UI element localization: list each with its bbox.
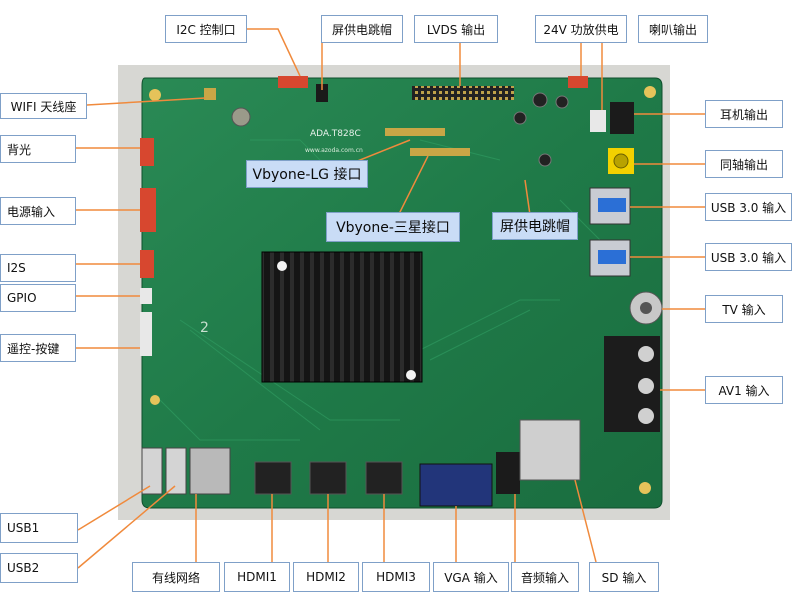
board-website-text: www.azoda.com.cn <box>305 147 363 154</box>
label-backlight: 背光 <box>0 135 76 163</box>
board-silk-number: 2 <box>200 320 209 336</box>
label-i2c: I2C 控制口 <box>165 15 247 43</box>
usb2-port <box>165 447 187 495</box>
backlight-connector <box>140 138 154 166</box>
label-av1: AV1 输入 <box>705 376 783 404</box>
label-power-input: 电源输入 <box>0 197 76 225</box>
label-power-24v: 24V 功放供电 <box>535 15 627 43</box>
pcb-dots <box>149 86 656 494</box>
speaker-connector <box>590 110 606 132</box>
usb1-port <box>141 447 163 495</box>
wifi-antenna-socket <box>204 88 216 100</box>
usb30-port-1-inner <box>598 198 626 212</box>
label-headphone: 耳机输出 <box>705 100 783 128</box>
label-speaker: 喇叭输出 <box>638 15 708 43</box>
label-hdmi1: HDMI1 <box>224 562 290 592</box>
vga-port <box>419 463 493 507</box>
label-hdmi2: HDMI2 <box>293 562 359 592</box>
usb30-port-2-inner <box>598 250 626 264</box>
label-coaxial: 同轴输出 <box>705 150 783 178</box>
label-lvds: LVDS 输出 <box>414 15 498 43</box>
hdmi2-port <box>309 461 347 495</box>
hdmi1-port <box>254 461 292 495</box>
audio-input-jack <box>496 452 520 494</box>
capacitors <box>513 92 569 167</box>
label-wifi: WIFI 天线座 <box>0 93 87 119</box>
pointer-lines <box>76 28 705 569</box>
label-sd: SD 输入 <box>589 562 659 592</box>
heatsink-pin-right <box>406 370 416 380</box>
callout-screen-jumper-mid: 屏供电跳帽 <box>492 212 578 240</box>
label-gpio: GPIO <box>0 284 76 312</box>
label-i2s: I2S <box>0 254 76 282</box>
screen-jumper-top-connector <box>316 84 328 102</box>
label-vga: VGA 输入 <box>433 562 509 592</box>
i2c-connector <box>278 76 308 88</box>
sd-card-slot <box>519 419 581 481</box>
hdmi3-port <box>365 461 403 495</box>
callout-vbyone-lg: Vbyone-LG 接口 <box>246 160 368 188</box>
label-usb1: USB1 <box>0 513 78 543</box>
label-screen-jumper-top: 屏供电跳帽 <box>321 15 403 43</box>
ethernet-port <box>189 447 231 495</box>
av1-jacks <box>638 346 654 424</box>
label-usb30-1: USB 3.0 输入 <box>705 193 792 221</box>
power-24v-connector <box>568 76 588 88</box>
crystal-component <box>231 107 251 127</box>
heatsink-pin-left <box>277 261 287 271</box>
coaxial-jack-hole <box>613 153 629 169</box>
tv-input-jack-center <box>640 302 652 314</box>
label-usb30-2: USB 3.0 输入 <box>705 243 792 271</box>
callout-vbyone-samsung: Vbyone-三星接口 <box>326 212 460 242</box>
headphone-jack <box>610 102 634 134</box>
vbyone-lg-connector <box>385 128 445 136</box>
lvds-connector <box>412 86 514 100</box>
remote-key-connector <box>140 312 152 356</box>
label-ethernet: 有线网络 <box>132 562 220 592</box>
vbyone-samsung-connector <box>410 148 470 156</box>
label-audio-in: 音频输入 <box>511 562 579 592</box>
label-tv: TV 输入 <box>705 295 783 323</box>
board-model-text: ADA.T828C <box>310 129 361 139</box>
label-hdmi3: HDMI3 <box>362 562 430 592</box>
label-usb2: USB2 <box>0 553 78 583</box>
i2s-connector <box>140 250 154 278</box>
heatsink <box>261 251 423 383</box>
gpio-connector <box>140 288 152 304</box>
power-input-connector <box>140 188 156 232</box>
label-remote: 遥控-按键 <box>0 334 76 362</box>
